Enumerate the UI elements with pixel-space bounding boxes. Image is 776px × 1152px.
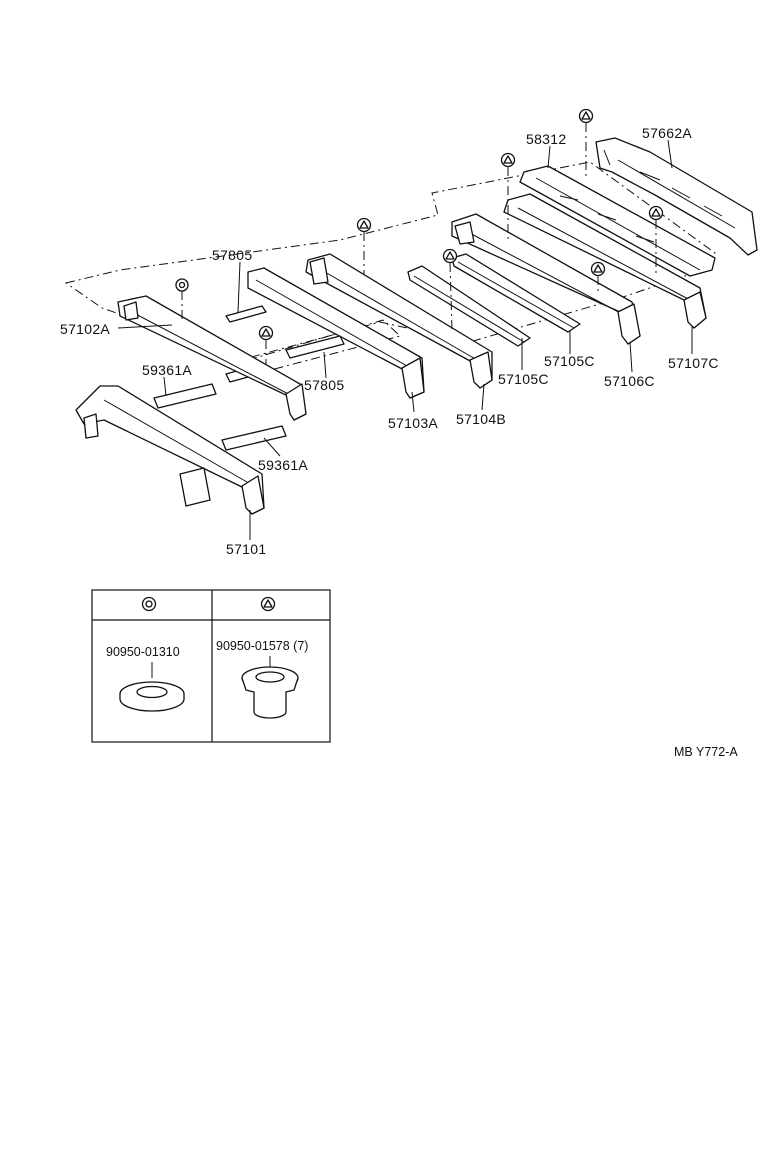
rear-panel-57662A: [595, 137, 758, 256]
label-59361A-right: 59361A: [258, 457, 308, 473]
reference-code: MB Y772-A: [674, 745, 738, 759]
grommet-triangle-3: [500, 152, 516, 240]
cross-member-57105C-lower: [407, 265, 531, 347]
cross-member-57104B: [305, 253, 493, 389]
label-59361A-left: 59361A: [142, 362, 192, 378]
label-57105C-lower: 57105C: [498, 371, 549, 387]
legend-part-no-2: 90950-01578 (7): [216, 639, 308, 653]
pad-59361A-left: [153, 383, 217, 409]
label-57105C-upper: 57105C: [544, 353, 595, 369]
circle-grommet-icon: [141, 596, 157, 612]
cross-member-57102A: [117, 295, 307, 421]
label-57106C: 57106C: [604, 373, 655, 389]
grommet-triangle-4: [578, 108, 594, 180]
cross-member-57103A: [247, 267, 425, 399]
label-57107C: 57107C: [668, 355, 719, 371]
leader-lines: [117, 139, 693, 540]
label-57101: 57101: [226, 541, 266, 557]
grommet-triangle-6: [590, 261, 606, 292]
label-57102A: 57102A: [60, 321, 110, 337]
grommet-circle-1: [175, 278, 189, 322]
grommet-legend: 90950-01310 90950-01578 (7): [91, 589, 331, 743]
label-57805-upper: 57805: [212, 247, 252, 263]
cross-member-57106C: [451, 213, 641, 345]
cross-member-57107C: [503, 193, 707, 329]
pad-59361A-right: [221, 425, 287, 451]
flat-grommet-drawing: [119, 662, 185, 712]
legend-part-no-1: 90950-01310: [106, 645, 180, 659]
pad-57805-upper: [225, 305, 267, 323]
cross-member-57105C-upper: [451, 253, 581, 333]
grommet-triangle-2: [356, 217, 372, 275]
label-58312: 58312: [526, 131, 566, 147]
cross-member-57101: [75, 385, 265, 515]
label-57805-lower: 57805: [304, 377, 344, 393]
triangle-grommet-icon: [260, 596, 276, 612]
floor-outline: [64, 161, 716, 373]
grommet-triangle-5: [442, 248, 458, 331]
label-57104B: 57104B: [456, 411, 506, 427]
label-57662A: 57662A: [642, 125, 692, 141]
grommet-triangle-1: [258, 325, 274, 365]
cup-grommet-drawing: [241, 656, 299, 719]
grommet-triangle-7: [648, 205, 664, 276]
part-labels: 57662A 58312 57805 57805 57102A 59361A 5…: [60, 125, 719, 557]
label-57103A: 57103A: [388, 415, 438, 431]
